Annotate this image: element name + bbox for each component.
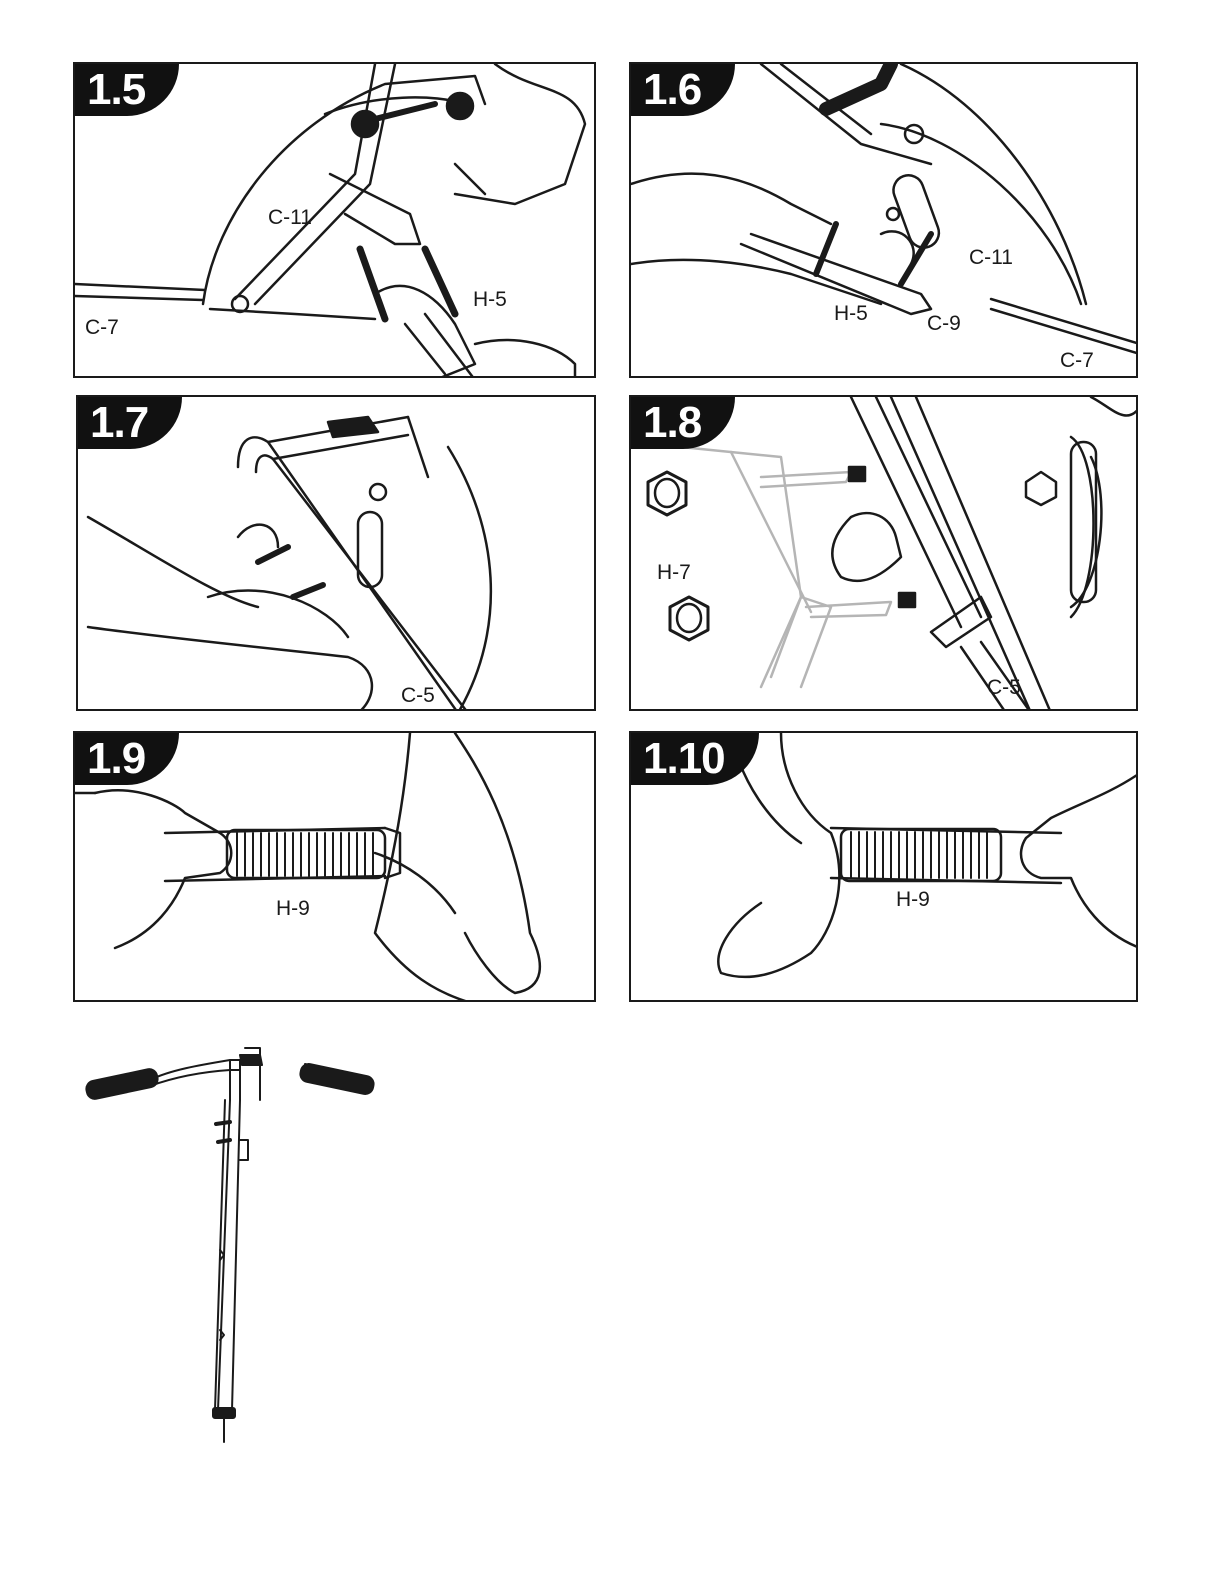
part-label: C-7	[85, 316, 119, 340]
step-1-6-panel: 1.6 C-11 H-5 C-9 C-7	[629, 62, 1138, 378]
part-label: C-11	[969, 246, 1013, 270]
part-label: C-5	[401, 684, 435, 708]
part-label: H-9	[896, 888, 930, 912]
part-label: C-11	[268, 206, 312, 230]
part-label: C-9	[927, 312, 961, 336]
handle-bracket-bolts-illustration	[75, 64, 596, 378]
step-1-8-panel: 1.8 H-7 C-5	[629, 395, 1138, 711]
part-label: C-5	[987, 676, 1021, 700]
step-1-7-panel: 1.7 C-5	[76, 395, 596, 711]
step-1-5-panel: 1.5 C-11 H-5 C-7	[73, 62, 596, 378]
step-1-10-panel: 1.10 H-9	[629, 731, 1138, 1002]
part-label: H-9	[276, 897, 310, 921]
step-1-9-panel: 1.9 H-9	[73, 731, 596, 1002]
bolt-through-tube-illustration	[78, 397, 596, 711]
bracket-underside-illustration	[631, 64, 1138, 378]
assembled-handlebar-icon	[80, 1030, 390, 1450]
nut-fastening-illustration	[631, 397, 1138, 711]
part-label: H-7	[657, 561, 691, 585]
part-label: H-5	[834, 302, 868, 326]
part-label: C-7	[1060, 349, 1094, 373]
part-label: H-5	[473, 288, 507, 312]
